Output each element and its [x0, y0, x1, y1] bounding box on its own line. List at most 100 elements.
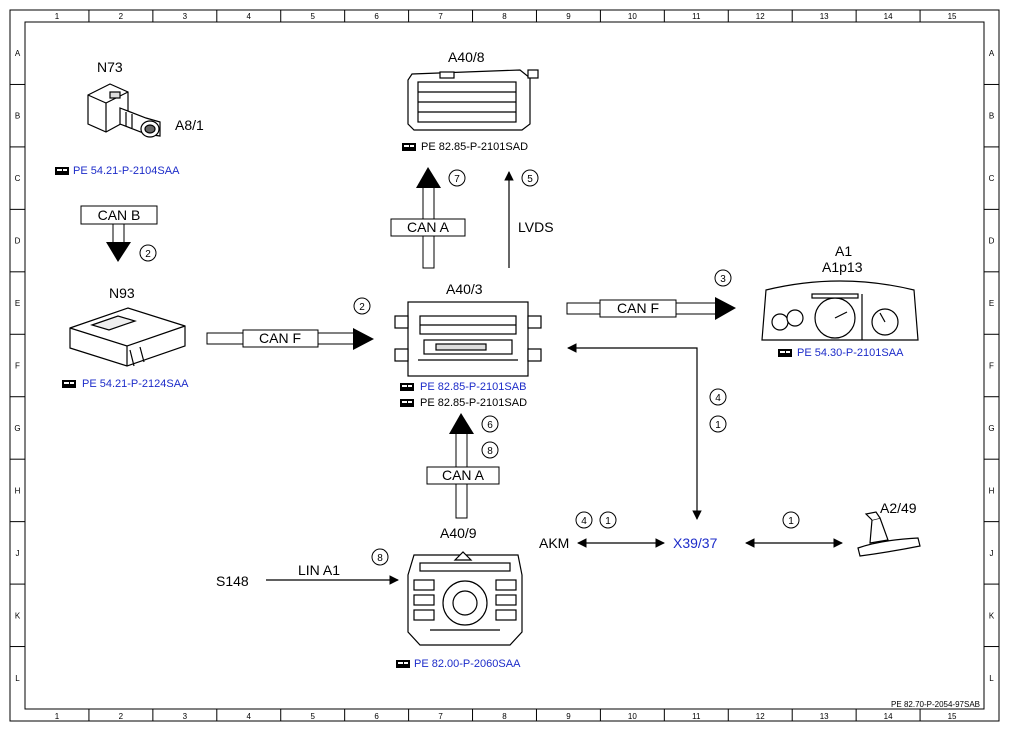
- n73-label: N73: [97, 59, 123, 75]
- connection-lvds: LVDS 5: [504, 169, 554, 268]
- grid-row-label-right: C: [989, 174, 995, 183]
- can-a-bottom-label: CAN A: [442, 467, 485, 483]
- grid-row-label-left: L: [15, 674, 20, 683]
- grid-col-label-bottom: 11: [692, 712, 701, 721]
- grid-col-label-bottom: 7: [438, 712, 443, 721]
- grid-col-label-top: 8: [502, 12, 507, 21]
- grid-col-label-bottom: 15: [948, 712, 957, 721]
- marker-x39-1: 4: [715, 393, 721, 404]
- a40-3-ref1-link[interactable]: PE 82.85-P-2101SAB: [420, 381, 526, 393]
- grid-row-label-left: K: [15, 611, 21, 620]
- a40-8-ref: PE 82.85-P-2101SAD: [421, 141, 528, 153]
- grid-col-label-top: 4: [247, 12, 252, 21]
- a2-49-label: A2/49: [880, 500, 917, 516]
- grid-col-label-bottom: 2: [119, 712, 124, 721]
- component-a40-8: A40/8 PE 82.85-P-2101SAD: [402, 49, 539, 153]
- a1-ref-link[interactable]: PE 54.30-P-2101SAA: [797, 347, 904, 359]
- grid-col-label-top: 12: [756, 12, 765, 21]
- grid-col-label-bottom: 5: [310, 712, 315, 721]
- a1p13-label: A1p13: [822, 259, 863, 275]
- grid-row-label-right: K: [989, 611, 995, 620]
- marker-can-b: 2: [145, 249, 151, 260]
- grid-row-label-right: H: [989, 486, 995, 495]
- grid-row-label-left: A: [15, 49, 21, 58]
- grid-row-label-right: D: [989, 237, 995, 246]
- reference-icon: [400, 399, 414, 407]
- ignition-switch-icon: [87, 83, 161, 138]
- grid-col-label-top: 3: [183, 12, 188, 21]
- a40-9-ref-link[interactable]: PE 82.00-P-2060SAA: [414, 658, 521, 670]
- marker-can-a-top: 7: [454, 174, 460, 185]
- marker-can-a-bottom-1: 6: [487, 420, 493, 431]
- a8-1-label: A8/1: [175, 117, 204, 133]
- marker-can-f-left: 2: [359, 302, 365, 313]
- n93-ref-link[interactable]: PE 54.21-P-2124SAA: [82, 378, 189, 390]
- connection-akm: AKM 4 1: [539, 511, 665, 551]
- lin-a1-label: LIN A1: [298, 562, 340, 578]
- reference-icon: [55, 167, 69, 175]
- grid-col-label-top: 6: [374, 12, 379, 21]
- grid-row-label-left: D: [15, 237, 21, 246]
- grid-row-label-right: B: [989, 112, 994, 121]
- head-unit-icon: [394, 301, 542, 377]
- instrument-cluster-icon: [761, 280, 919, 341]
- connection-can-a-top: CAN A 7: [390, 167, 466, 269]
- can-f-right-label: CAN F: [617, 300, 659, 316]
- grid-col-label-top: 5: [310, 12, 315, 21]
- grid-row-label-left: F: [15, 362, 20, 371]
- connection-can-f-right: CAN F 3: [566, 269, 736, 320]
- antenna-icon: [857, 511, 921, 557]
- reference-icon: [396, 660, 410, 668]
- grid-row-label-left: G: [14, 424, 20, 433]
- grid-col-label-bottom: 9: [566, 712, 571, 721]
- a40-3-label: A40/3: [446, 281, 483, 297]
- reference-icon: [402, 143, 416, 151]
- grid-col-label-bottom: 3: [183, 712, 188, 721]
- connection-can-f-left: CAN F 2: [206, 297, 374, 350]
- control-panel-icon: [407, 551, 523, 646]
- x39-37-link[interactable]: X39/37: [673, 535, 718, 551]
- a8-1-ref-link[interactable]: PE 54.21-P-2104SAA: [73, 165, 180, 177]
- marker-lin: 8: [377, 553, 383, 564]
- can-a-top-label: CAN A: [407, 219, 450, 235]
- grid-row-label-right: F: [989, 362, 994, 371]
- s148-label: S148: [216, 573, 249, 589]
- component-a40-9: A40/9 PE 82.00-P-2060SAA: [396, 525, 523, 670]
- grid-row-label-right: J: [990, 549, 994, 558]
- lvds-label: LVDS: [518, 219, 554, 235]
- grid-col-label-bottom: 8: [502, 712, 507, 721]
- grid-row-label-left: H: [15, 486, 21, 495]
- grid-col-label-top: 2: [119, 12, 124, 21]
- component-n73: N73 A8/1 PE 54.21-P-2104SAA: [55, 59, 204, 177]
- connection-a40-3-x39: 4 1: [567, 343, 727, 520]
- component-a2-49: A2/49: [857, 500, 921, 557]
- component-a40-3: A40/3 PE 82.85-P-2101SAB PE 82.85-P-2101…: [394, 281, 542, 409]
- connection-a2-49: 1: [745, 511, 843, 548]
- module-box-icon: [69, 307, 186, 367]
- connection-lin-a1: S148 LIN A1 8: [216, 548, 399, 589]
- grid-col-label-top: 10: [628, 12, 637, 21]
- grid-col-label-bottom: 14: [884, 712, 893, 721]
- grid-row-label-left: E: [15, 299, 20, 308]
- marker-can-f-right: 3: [720, 274, 726, 285]
- grid-col-label-top: 7: [438, 12, 443, 21]
- reference-icon: [62, 380, 76, 388]
- grid-col-label-top: 15: [948, 12, 957, 21]
- marker-a2-49: 1: [788, 516, 794, 527]
- a1-label: A1: [835, 243, 852, 259]
- component-n93: N93 PE 54.21-P-2124SAA: [62, 285, 189, 390]
- can-f-left-label: CAN F: [259, 330, 301, 346]
- grid-col-label-bottom: 1: [55, 712, 60, 721]
- display-unit-icon: [407, 69, 539, 131]
- n93-label: N93: [109, 285, 135, 301]
- akm-label: AKM: [539, 535, 569, 551]
- reference-icon: [400, 383, 414, 391]
- grid-col-label-top: 11: [692, 12, 701, 21]
- grid-col-label-bottom: 4: [247, 712, 252, 721]
- grid-col-label-top: 1: [55, 12, 60, 21]
- grid-row-label-right: L: [989, 674, 994, 683]
- component-a1: A1 A1p13 PE 54.30-P-2101SAA: [761, 243, 919, 359]
- grid-row-label-left: J: [16, 549, 20, 558]
- grid-col-label-bottom: 13: [820, 712, 829, 721]
- grid-col-label-bottom: 12: [756, 712, 765, 721]
